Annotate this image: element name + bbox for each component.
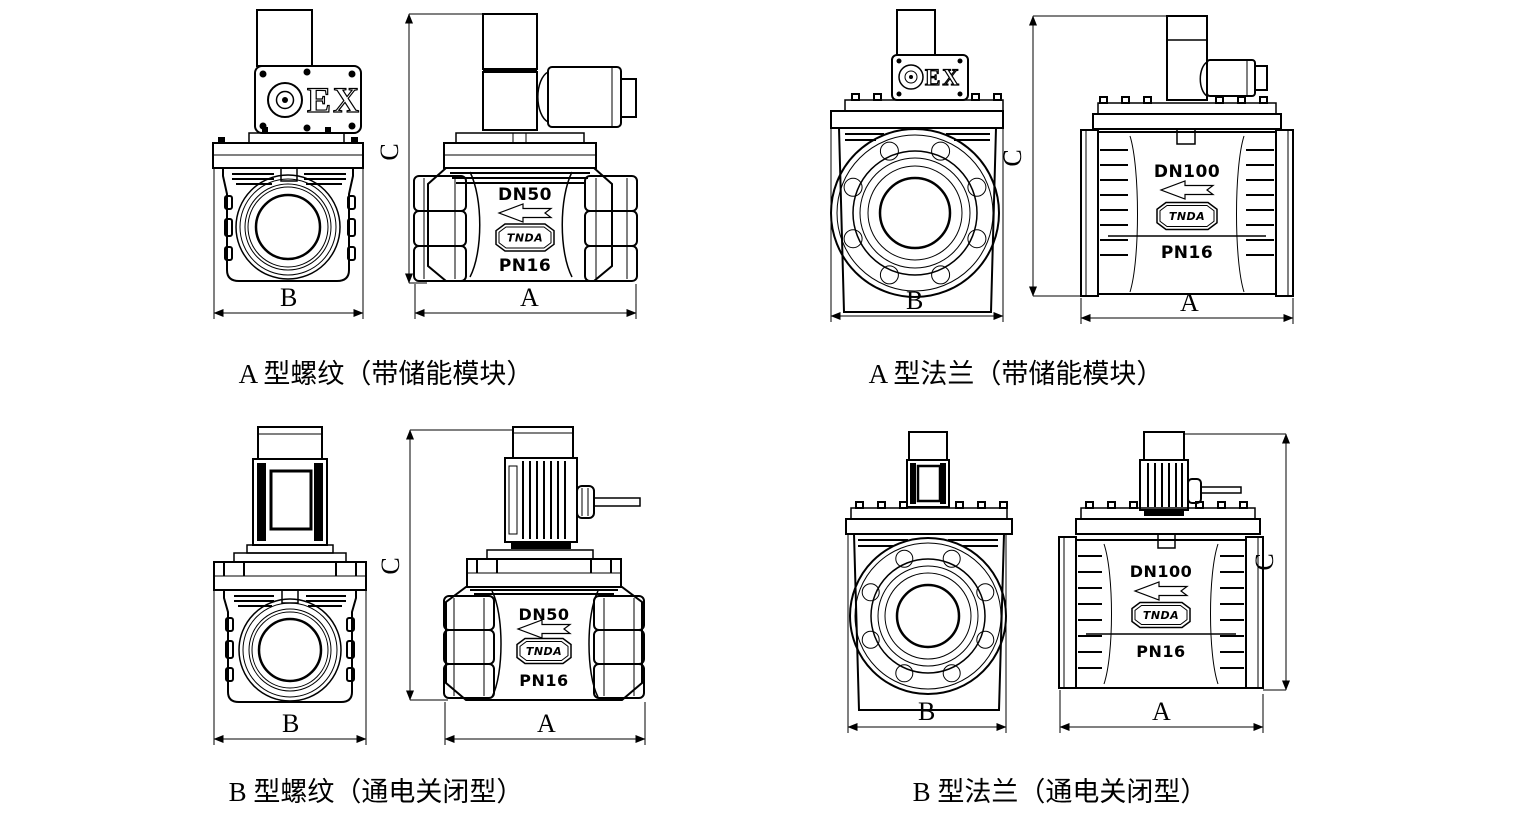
size-marking: DN100 [1154, 162, 1220, 182]
front-view [845, 431, 1013, 711]
dimension-b: B [213, 168, 364, 319]
front-view: EX [212, 9, 364, 282]
plate-ticks [476, 559, 612, 573]
brand-badge: TNDA [1131, 601, 1191, 629]
coil [504, 457, 578, 549]
plate-ticks [223, 562, 357, 576]
dimension-c: C [376, 429, 513, 701]
dim-label-a: A [537, 709, 556, 738]
brand-marking: TNDA [1143, 609, 1179, 622]
figure-b-threaded: B [213, 426, 646, 745]
dim-label-c: C [1250, 553, 1279, 570]
pressure-marking: PN16 [499, 256, 551, 276]
cable-gland [576, 485, 641, 519]
flange-face [849, 537, 1007, 695]
dimension-a: A [414, 283, 637, 319]
threaded-port [235, 174, 341, 280]
dim-label-b: B [906, 286, 923, 315]
caption-a-flanged: A 型法兰（带储能模块） [868, 359, 1164, 389]
size-marking: DN50 [519, 605, 570, 624]
dim-label-c: C [376, 557, 405, 574]
ex-marking: EX [925, 65, 961, 90]
ex-emblem-icon [267, 82, 303, 118]
dim-label-c: C [375, 143, 404, 160]
coil [252, 458, 328, 546]
figure-a-flanged: EX [830, 9, 1294, 324]
pressure-marking: PN16 [1161, 243, 1213, 263]
dim-label-a: A [1180, 288, 1199, 317]
front-view [213, 426, 367, 703]
cable-gland [1187, 478, 1242, 504]
threaded-port [238, 598, 342, 702]
connector-joint [1199, 61, 1208, 97]
dim-label-a: A [520, 283, 539, 312]
dimension-c: C [1184, 433, 1290, 691]
shoulder-hatch [234, 595, 346, 607]
side-clips [225, 617, 355, 682]
dim-label-b: B [280, 283, 297, 312]
rib-lines [1078, 555, 1244, 669]
flow-arrow-icon [497, 203, 553, 223]
flange-face [830, 128, 1000, 298]
side-clips [224, 195, 356, 261]
brand-badge: TNDA [1156, 201, 1218, 231]
front-view: EX [830, 9, 1004, 313]
brand-marking: TNDA [1169, 210, 1205, 223]
shoulder-hatch [845, 133, 990, 141]
hex-nut-left [413, 175, 467, 282]
caption-b-flanged: B 型法兰（通电关闭型） [912, 777, 1208, 807]
dim-label-b: B [282, 709, 299, 738]
brand-marking: TNDA [526, 645, 562, 658]
connector-joint [537, 71, 549, 123]
side-view: DN50 TNDA PN16 [443, 426, 645, 701]
rib-lines [1100, 149, 1274, 256]
size-marking: DN50 [498, 185, 552, 205]
hex-nut-right [593, 595, 645, 699]
brand-badge: TNDA [516, 637, 572, 665]
ex-marking: EX [307, 80, 361, 120]
brand-marking: TNDA [507, 232, 543, 245]
shoulder-hatch [232, 173, 346, 185]
flow-arrow-icon [1159, 180, 1215, 200]
side-view: DN100 TNDA PN16 [1080, 15, 1294, 297]
pressure-marking: PN16 [519, 671, 568, 690]
caption-b-threaded: B 型螺纹（通电关闭型） [228, 777, 524, 807]
dimension-c: C [998, 15, 1167, 297]
brand-badge: TNDA [495, 223, 555, 252]
hex-nut-left [443, 595, 495, 699]
shoulder-hatch [858, 539, 998, 547]
shoulder-hatch [450, 172, 590, 184]
dim-label-b: B [918, 697, 935, 726]
dimension-c: C [375, 13, 484, 284]
dimension-a: A [1080, 288, 1294, 324]
shoulder-hatch [470, 589, 618, 595]
figure-b-flanged: B [845, 431, 1290, 733]
dimension-b: B [213, 590, 367, 745]
ex-junction-box: EX [254, 65, 362, 134]
plate-bolts [1085, 501, 1248, 509]
side-view: DN50 TNDA PN16 [413, 13, 638, 282]
pressure-marking: PN16 [1136, 642, 1185, 661]
flow-arrow-icon [1133, 581, 1189, 601]
dimension-a: A [444, 702, 646, 745]
coil [906, 459, 950, 508]
figure-a-threaded: EX [212, 9, 638, 319]
dim-label-a: A [1152, 697, 1171, 726]
dim-label-c: C [998, 149, 1027, 166]
caption-a-threaded: A 型螺纹（带储能模块） [238, 359, 534, 389]
dimension-b: B [847, 534, 1007, 733]
hex-nut-right [584, 175, 638, 282]
dimension-b: B [830, 128, 1004, 322]
ex-junction-box: EX [891, 54, 969, 101]
side-view: DN100 TNDA PN16 [1058, 431, 1264, 689]
size-marking: DN100 [1130, 562, 1193, 581]
ex-emblem-icon [898, 64, 924, 90]
dimension-a: A [1059, 690, 1264, 733]
